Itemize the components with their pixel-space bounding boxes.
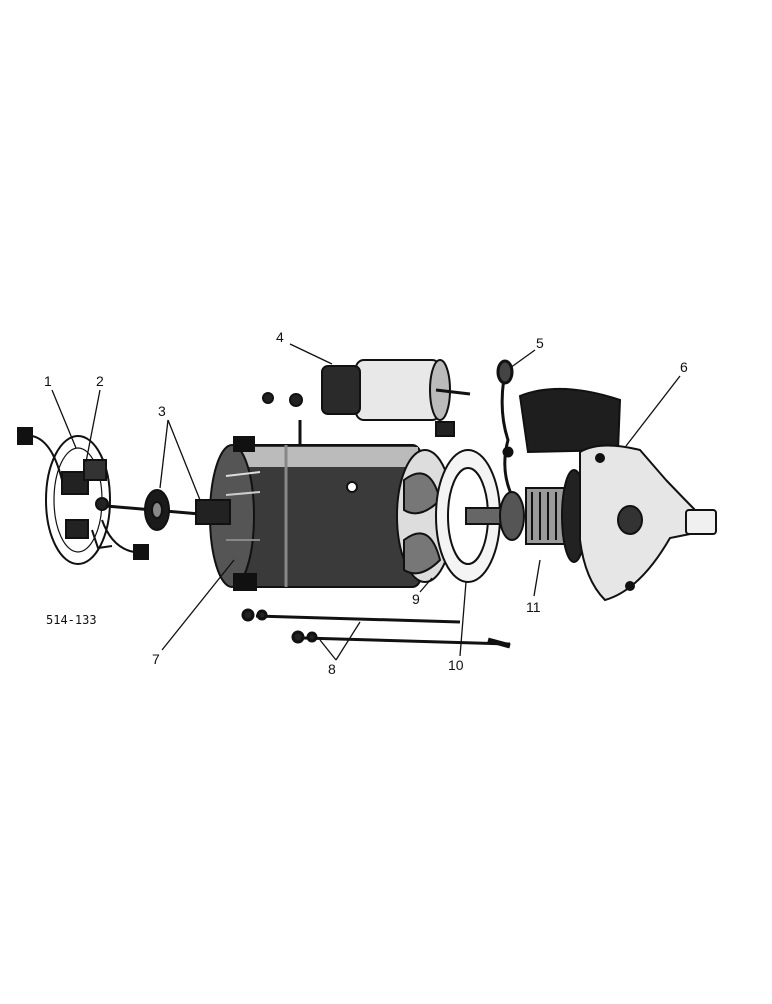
- callout-label: 4: [276, 329, 284, 345]
- callout-label: 11: [526, 599, 541, 615]
- callout-label: 2: [96, 373, 104, 389]
- commutator-end-bearing: [105, 489, 201, 531]
- callout-label: 10: [448, 657, 464, 673]
- callout-label: 8: [328, 661, 336, 677]
- callout-label: 3: [158, 403, 166, 419]
- drive-pinion: [499, 469, 587, 563]
- brush-plate-assembly: [17, 427, 149, 565]
- field-coils: [396, 449, 454, 583]
- center-bearing-plate: [435, 449, 503, 583]
- shift-lever: [496, 359, 514, 497]
- figure-code: 514-133: [46, 613, 97, 627]
- callout-leader-lines: [51, 343, 681, 661]
- drive-housing: [518, 387, 717, 602]
- through-bolts: [241, 608, 511, 649]
- callout-label: 9: [412, 591, 420, 607]
- armature-field-frame: [195, 420, 421, 591]
- callout-label: 1: [44, 373, 52, 389]
- callout-label: 5: [536, 335, 544, 351]
- solenoid-switch: [262, 359, 471, 437]
- callout-label: 6: [680, 359, 688, 375]
- callout-label: 7: [152, 651, 160, 667]
